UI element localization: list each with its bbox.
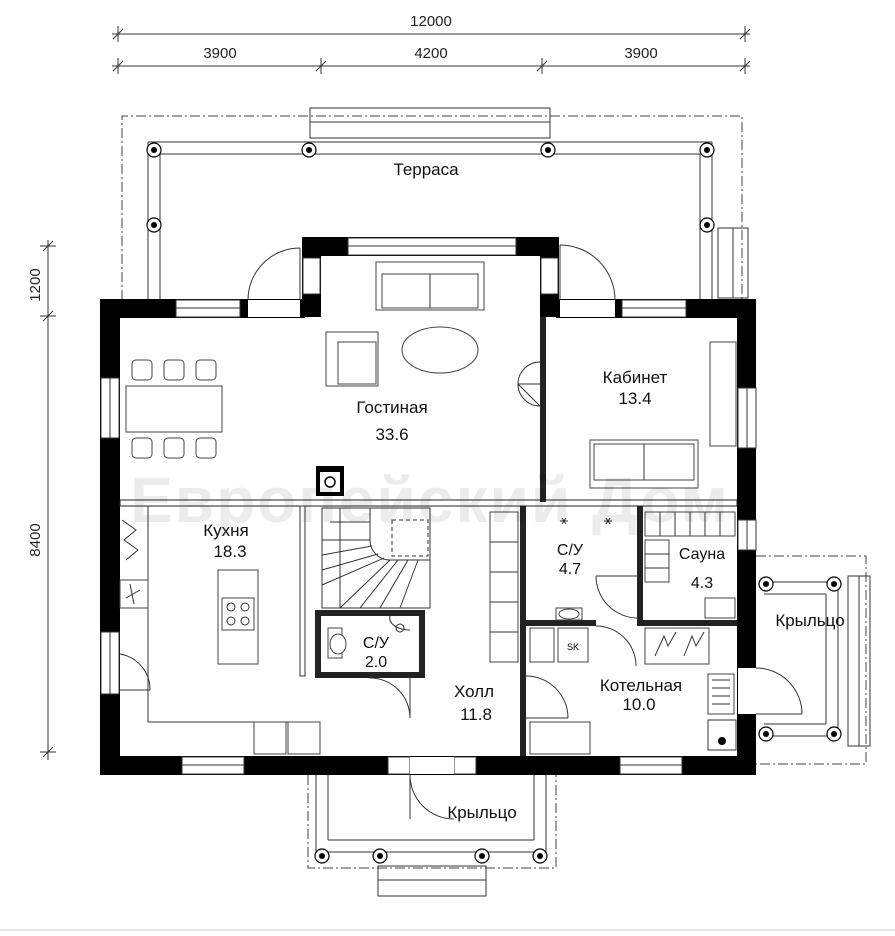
office-sofa <box>589 439 699 489</box>
right-porch <box>756 555 871 765</box>
front-porch-posts <box>314 848 548 864</box>
room-area-bathroom: 4.7 <box>559 561 581 578</box>
room-label-terrace: Терраса <box>393 160 459 179</box>
front-porch <box>307 775 557 897</box>
wall-openings <box>100 237 757 775</box>
fireplace <box>316 466 344 496</box>
room-label-office: Кабинет <box>603 368 668 387</box>
room-label-bathroom: С/У <box>557 542 584 559</box>
boiler-room-fixtures <box>525 625 737 755</box>
room-label-sauna: Сауна <box>679 546 725 563</box>
interior-walls <box>119 317 738 756</box>
watermark: Европейский Дом <box>130 464 730 536</box>
kitchen-door <box>119 519 151 691</box>
terrace-posts <box>146 142 715 233</box>
room-label-kitchen: Кухня <box>203 521 249 540</box>
small-bathroom-fixtures <box>327 615 411 719</box>
room-label-boiler: Котельная <box>600 676 682 695</box>
bathroom-fixtures <box>555 517 639 621</box>
dim-segment-middle: 4200 <box>414 45 447 62</box>
room-area-kitchen: 18.3 <box>213 542 246 561</box>
dimension-lines <box>40 26 751 760</box>
staircase <box>321 507 431 609</box>
hall-wardrobe <box>489 511 519 663</box>
office-desk <box>709 341 737 447</box>
dining-set <box>125 359 223 459</box>
living-armchair <box>325 331 379 387</box>
living-sofa <box>375 261 485 311</box>
dim-vertical-main: 8400 <box>27 523 44 556</box>
room-label-hall: Холл <box>454 682 494 701</box>
exterior-doors <box>247 244 803 820</box>
kitchen-counter <box>119 506 321 755</box>
room-area-living: 33.6 <box>375 425 408 444</box>
room-label-small-bathroom: С/У <box>363 635 390 652</box>
sauna-benches <box>644 511 736 619</box>
living-double-door <box>517 361 541 407</box>
room-label-front-porch: Крыльцо <box>447 803 516 822</box>
kitchen-island <box>217 569 259 665</box>
appliance-label: SK <box>567 642 579 652</box>
living-coffee-table <box>401 326 479 374</box>
room-area-sauna: 4.3 <box>691 575 713 592</box>
room-label-right-porch: Крыльцо <box>775 611 844 630</box>
room-area-small-bathroom: 2.0 <box>365 654 387 671</box>
dim-segment-right: 3900 <box>624 45 657 62</box>
dim-vertical-top: 1200 <box>27 268 44 301</box>
room-area-boiler: 10.0 <box>622 695 655 714</box>
room-label-living: Гостиная <box>356 398 427 417</box>
dim-overall-width: 12000 <box>410 13 452 30</box>
right-porch-posts <box>758 576 842 742</box>
room-area-hall: 11.8 <box>460 705 492 724</box>
room-area-office: 13.4 <box>618 389 651 408</box>
dim-segment-left: 3900 <box>203 45 236 62</box>
